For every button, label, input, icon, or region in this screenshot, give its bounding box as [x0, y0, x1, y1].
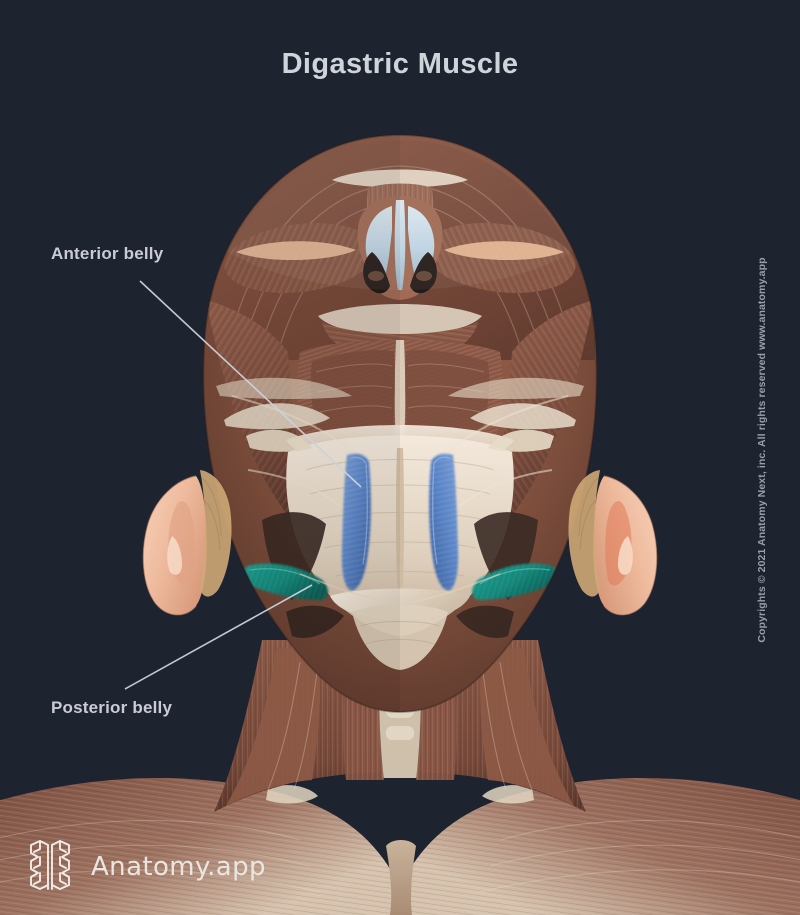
brain-hex-logo-icon [30, 840, 70, 890]
posterior-belly-left [243, 563, 328, 600]
anatomy-app-logo: Anatomy.app [24, 839, 266, 895]
logo-text: Anatomy.app [91, 852, 266, 882]
leader-anterior-belly [139, 280, 362, 488]
shoulder-muscles [0, 778, 800, 915]
posterior-belly-right [472, 563, 557, 600]
label-posterior-belly: Posterior belly [51, 698, 173, 717]
copyright-notice: Copyrights © 2021 Anatomy Next, inc. All… [756, 257, 768, 643]
head-inferior-view [202, 133, 598, 714]
leader-posterior-belly [124, 584, 313, 690]
page-title: Digastric Muscle [281, 48, 519, 80]
ear-right [568, 470, 658, 616]
label-anterior-belly: Anterior belly [51, 244, 164, 263]
leader-lines [124, 280, 362, 690]
nasal-cartilage [357, 196, 443, 300]
ear-left [142, 470, 232, 616]
